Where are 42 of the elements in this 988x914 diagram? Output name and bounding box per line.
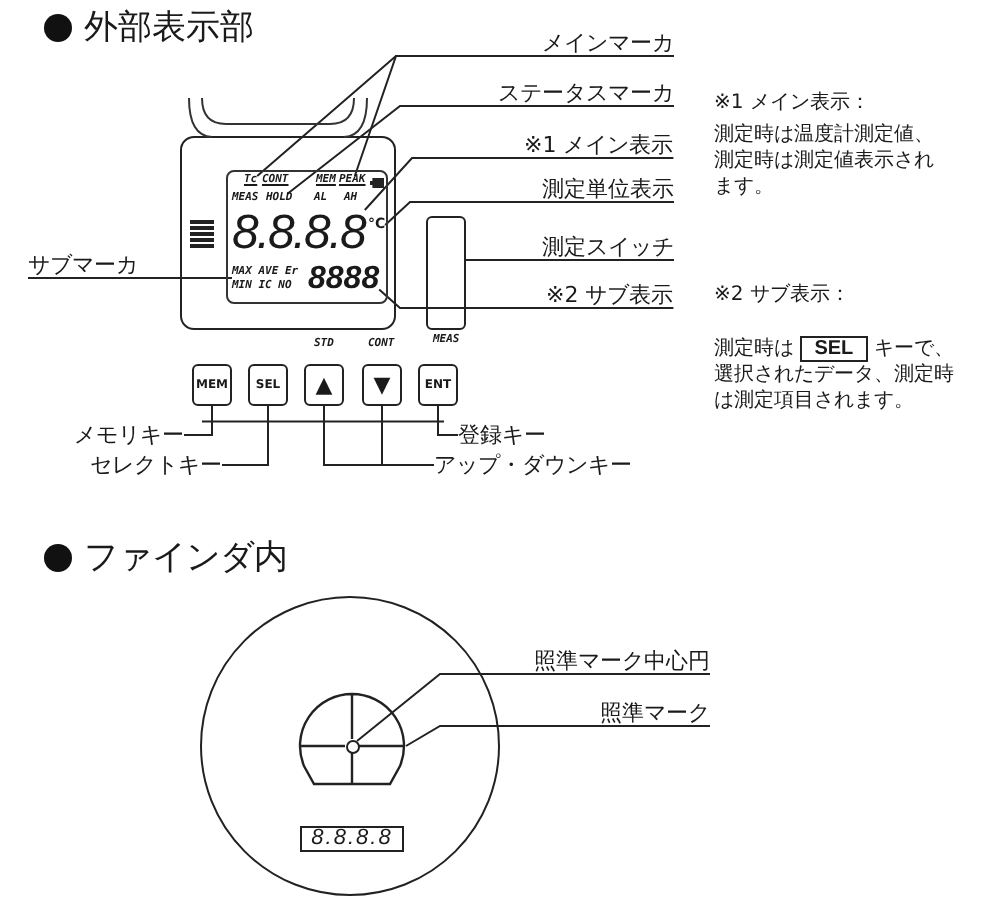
leader-line: [183, 405, 213, 436]
lcd-panel: [180, 136, 396, 330]
callout-label: 照準マーク: [600, 700, 710, 726]
note-heading: ※2 サブ表示：: [714, 284, 850, 308]
note-text: 測定時は SEL キーで、選択されたデータ、測定時は測定項目されます。: [714, 336, 956, 414]
key-button: ▲: [304, 364, 344, 406]
callout-label: 登録キー: [458, 422, 546, 448]
leader-line: [363, 157, 675, 211]
leader-line: [384, 201, 675, 226]
viewfinder-circle: [200, 596, 500, 896]
leader-line: [353, 55, 675, 177]
leader-line: [465, 259, 675, 261]
viewfinder-readout: 8.8.8.8: [300, 826, 404, 852]
leader-line: [356, 673, 711, 742]
leader-line: [381, 405, 435, 466]
section-heading: 外部表示部: [84, 8, 254, 48]
note-heading: ※1 メイン表示：: [714, 92, 870, 116]
key-button: ▼: [362, 364, 402, 406]
main-readout: 8.8.8.8: [232, 210, 365, 258]
measure-switch: [426, 216, 466, 330]
leader-line: [405, 725, 711, 747]
leader-line: [27, 277, 233, 279]
callout-label: ※1 メイン表示: [524, 132, 674, 158]
leader-line: [437, 405, 459, 436]
callout-label: メインマーカ: [542, 30, 674, 56]
leader-line: [378, 288, 675, 309]
callout-label: ステータスマーカ: [498, 80, 674, 106]
callout-label: セレクトキー: [90, 452, 222, 478]
callout-label: 照準マーク中心円: [534, 648, 710, 674]
callout-label: 測定スイッチ: [542, 234, 674, 260]
reticle-mark: [298, 694, 406, 786]
callout-label: アップ・ダウンキー: [434, 452, 632, 478]
leader-line: [221, 405, 269, 466]
callout-label: サブマーカ: [28, 252, 138, 278]
callout-label: ※2 サブ表示: [546, 282, 674, 308]
callout-label: メモリキー: [74, 422, 184, 448]
note-text: 測定時は温度計測定値、測定時は測定値表示されます。: [714, 122, 936, 200]
callout-label: 測定単位表示: [542, 176, 674, 202]
leader-line: [286, 105, 675, 195]
reticle-center: [345, 739, 359, 753]
sub-readout: 8888: [308, 264, 380, 296]
section-heading: ファインダ内: [84, 538, 288, 578]
